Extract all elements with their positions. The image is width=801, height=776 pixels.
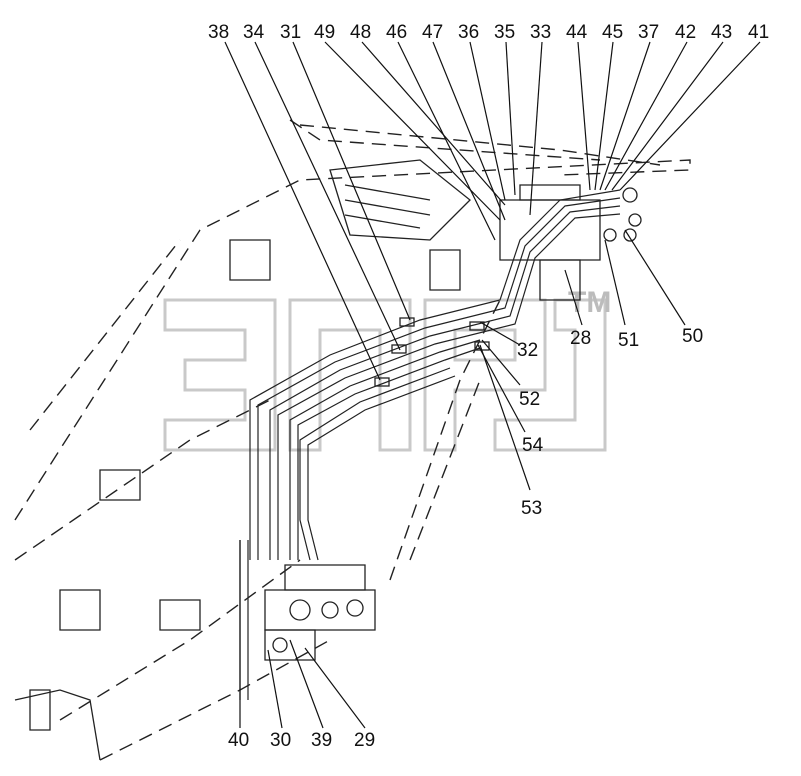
callout-label: 43 [711, 22, 732, 43]
callout-label: 42 [675, 22, 696, 43]
callout-label: 54 [522, 435, 544, 456]
watermark-logo: TM [163, 286, 611, 452]
callout-label: 39 [311, 730, 332, 751]
callout-label: 48 [350, 22, 371, 43]
callout-label: 45 [602, 22, 623, 43]
callout-label: 41 [748, 22, 769, 43]
inline-couplings [374, 317, 490, 387]
callout-label: 31 [280, 22, 301, 43]
callout-label: 47 [422, 22, 443, 43]
callout-label: 50 [682, 326, 703, 347]
top-callouts: 38 34 31 49 48 46 47 36 35 33 44 45 37 4… [208, 22, 769, 43]
callout-label: 38 [208, 22, 229, 43]
callout-label: 44 [566, 22, 588, 43]
callout-label: 36 [458, 22, 479, 43]
callout-label: 32 [517, 340, 538, 361]
upper-distributor [499, 184, 642, 301]
right-callouts: 32 28 51 50 52 54 53 [517, 326, 703, 519]
callout-label: 37 [638, 22, 659, 43]
callout-label: 33 [530, 22, 551, 43]
callout-label: 46 [386, 22, 407, 43]
callout-label: 51 [618, 330, 639, 351]
callout-label: 49 [314, 22, 335, 43]
callout-label: 30 [270, 730, 291, 751]
callout-label: 40 [228, 730, 249, 751]
callout-label: 52 [519, 389, 540, 410]
leader-lines [224, 41, 761, 729]
callout-label: 29 [354, 730, 375, 751]
callout-label: 34 [243, 22, 265, 43]
callout-label: 35 [494, 22, 515, 43]
callout-label: 53 [521, 498, 542, 519]
frame-outline [14, 119, 691, 761]
valve-block [264, 564, 376, 661]
bottom-callouts: 40 30 39 29 [228, 730, 375, 751]
callout-label: 28 [570, 328, 591, 349]
